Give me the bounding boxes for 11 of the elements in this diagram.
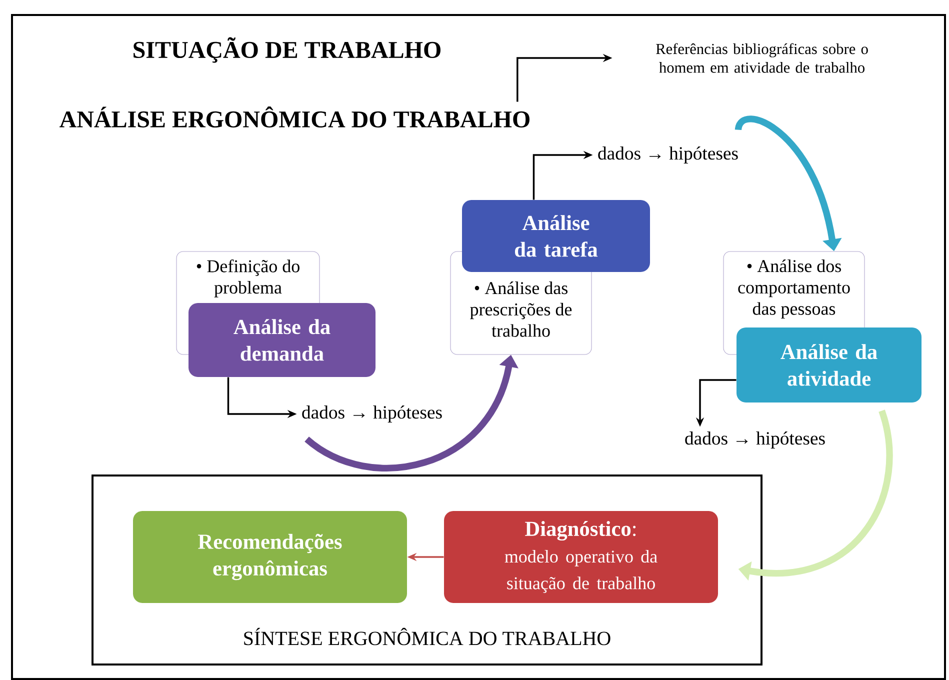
stage-box: Análise da demanda: [188, 303, 376, 377]
heading-text: SITUAÇÃO DE TRABALHO: [134, 37, 440, 63]
stage-box: Análise da tarefa: [462, 200, 650, 272]
stage-box: Análise da atividade: [736, 328, 922, 402]
stage-box: Diagnóstico: modelo operativo da situação de trabalho: [444, 511, 718, 603]
result-text: dados → hipóteses: [302, 406, 442, 422]
heading-text: ANÁLISE ERGONÔMICA DO TRABALHO: [60, 106, 530, 128]
result-text: dados → hipóteses: [598, 146, 738, 164]
result-text: dados → hipóteses: [685, 432, 825, 448]
stage-box: Recomendações ergonômicas: [133, 511, 407, 603]
note-text: Referências bibliográficas sobre o homem em atividade de trabalho: [656, 43, 868, 73]
